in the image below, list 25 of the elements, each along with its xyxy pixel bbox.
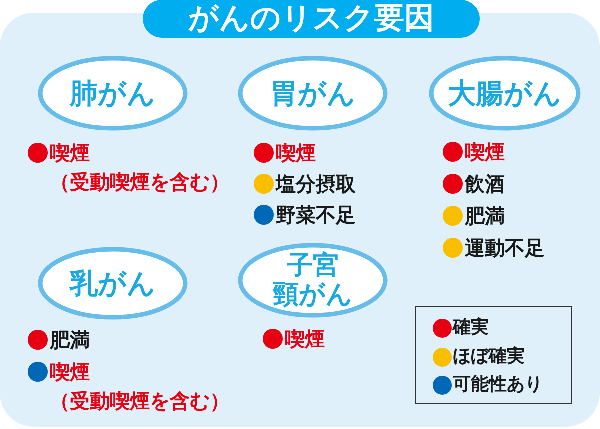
risk-item: 塩分摂取 [276, 170, 356, 198]
risk-item: 運動不足 [465, 234, 545, 262]
legend-label: ほぼ確実 [453, 345, 525, 369]
risk-item: 喫煙（受動喫煙を含む） [50, 358, 231, 414]
ellipse-node [238, 243, 388, 318]
ellipse-node [38, 56, 188, 131]
title-banner: がんのリスク要因 [143, 0, 480, 38]
risk-item: 喫煙 [276, 140, 316, 166]
risk-item: 喫煙（受動喫煙を含む） [50, 140, 231, 196]
risk-item: 飲酒 [465, 170, 505, 198]
legend-label: 確実 [453, 316, 489, 340]
ellipse-node [38, 247, 188, 320]
node-label: 乳がん [70, 268, 156, 300]
ellipse-node [429, 56, 581, 131]
node-label: 肺がん [70, 78, 156, 110]
node-label: 子宮頸がん [273, 252, 353, 310]
risk-item: 喫煙 [285, 326, 325, 352]
risk-item: 肥満 [50, 326, 90, 354]
risk-item: 肥満 [465, 202, 505, 230]
risk-item: 喫煙 [465, 138, 505, 166]
node-label: 胃がん [270, 78, 356, 110]
node-label: 大腸がん [448, 78, 562, 110]
ellipse-node [238, 56, 388, 131]
legend-label: 可能性あり [453, 373, 543, 397]
risk-item: 野菜不足 [276, 202, 356, 228]
